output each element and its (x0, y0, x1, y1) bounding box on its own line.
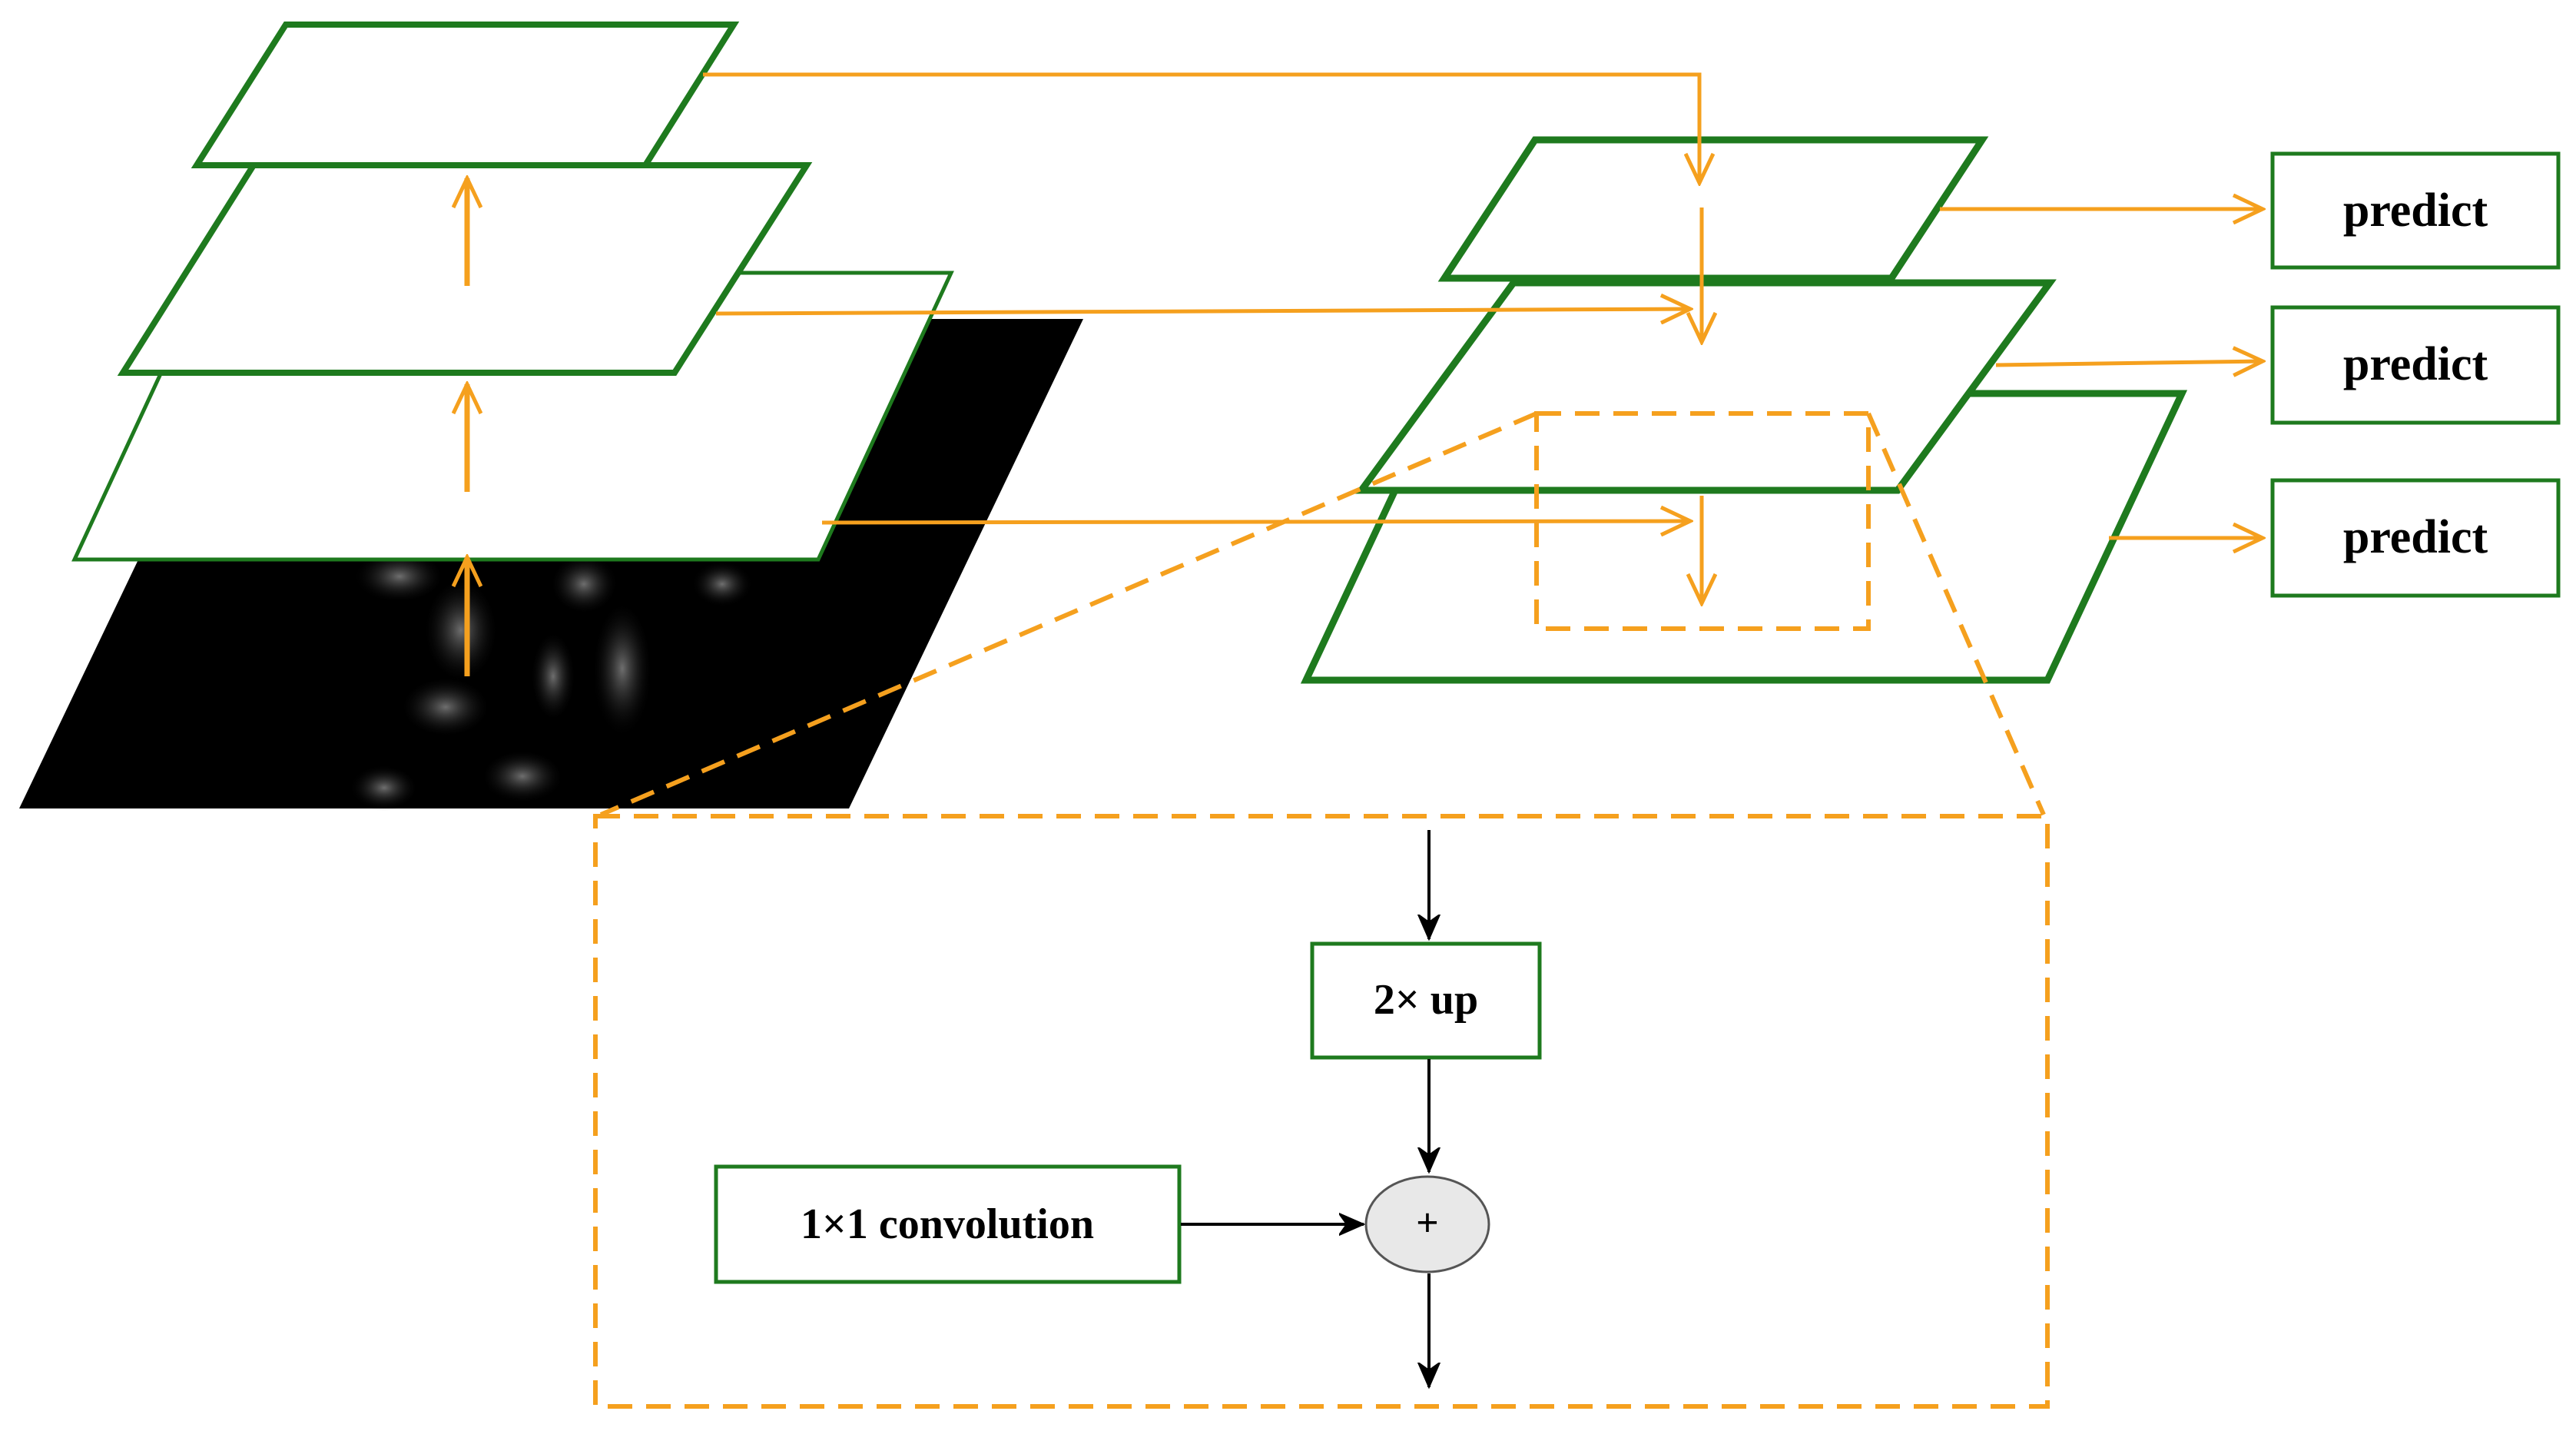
predict-label-3: predict (2343, 511, 2488, 563)
top-down-level-3 (1437, 136, 1989, 282)
zoom-line-right (1866, 412, 2046, 816)
lateral-connections (703, 72, 1699, 523)
input-image-cells (350, 549, 753, 811)
bottom-up-level-3 (191, 22, 740, 168)
predict-box-1 (2270, 151, 2561, 270)
predict-boxes: predict predict predict (2270, 151, 2561, 598)
conv-box (714, 1164, 1182, 1284)
zoom-detail-box (593, 814, 2050, 1409)
predict-box-2 (2270, 305, 2561, 425)
predict-label-1: predict (2343, 184, 2488, 237)
lateral-middle (715, 309, 1690, 314)
zoom-indicator (593, 411, 2050, 1409)
lateral-bottom (821, 521, 1690, 523)
predict-arrows (1940, 209, 2263, 538)
predict-arrow-2 (1995, 361, 2263, 365)
top-down-level-2 (1354, 279, 2057, 494)
upsample-box (1310, 941, 1542, 1060)
add-node (1364, 1175, 1490, 1273)
plus-icon: + (1416, 1201, 1439, 1245)
bottom-up-pathway (19, 22, 1083, 811)
zoom-source-box (1534, 411, 1871, 631)
conv-label: 1×1 convolution (801, 1200, 1094, 1248)
merge-detail: 2× up 1×1 convolution + (714, 830, 1542, 1387)
lateral-top (703, 72, 1699, 183)
zoom-line-left (599, 411, 1538, 817)
top-down-pathway (1300, 136, 2188, 684)
upsample-label: 2× up (1374, 976, 1478, 1024)
predict-label-2: predict (2343, 338, 2488, 390)
predict-box-3 (2270, 478, 2561, 598)
